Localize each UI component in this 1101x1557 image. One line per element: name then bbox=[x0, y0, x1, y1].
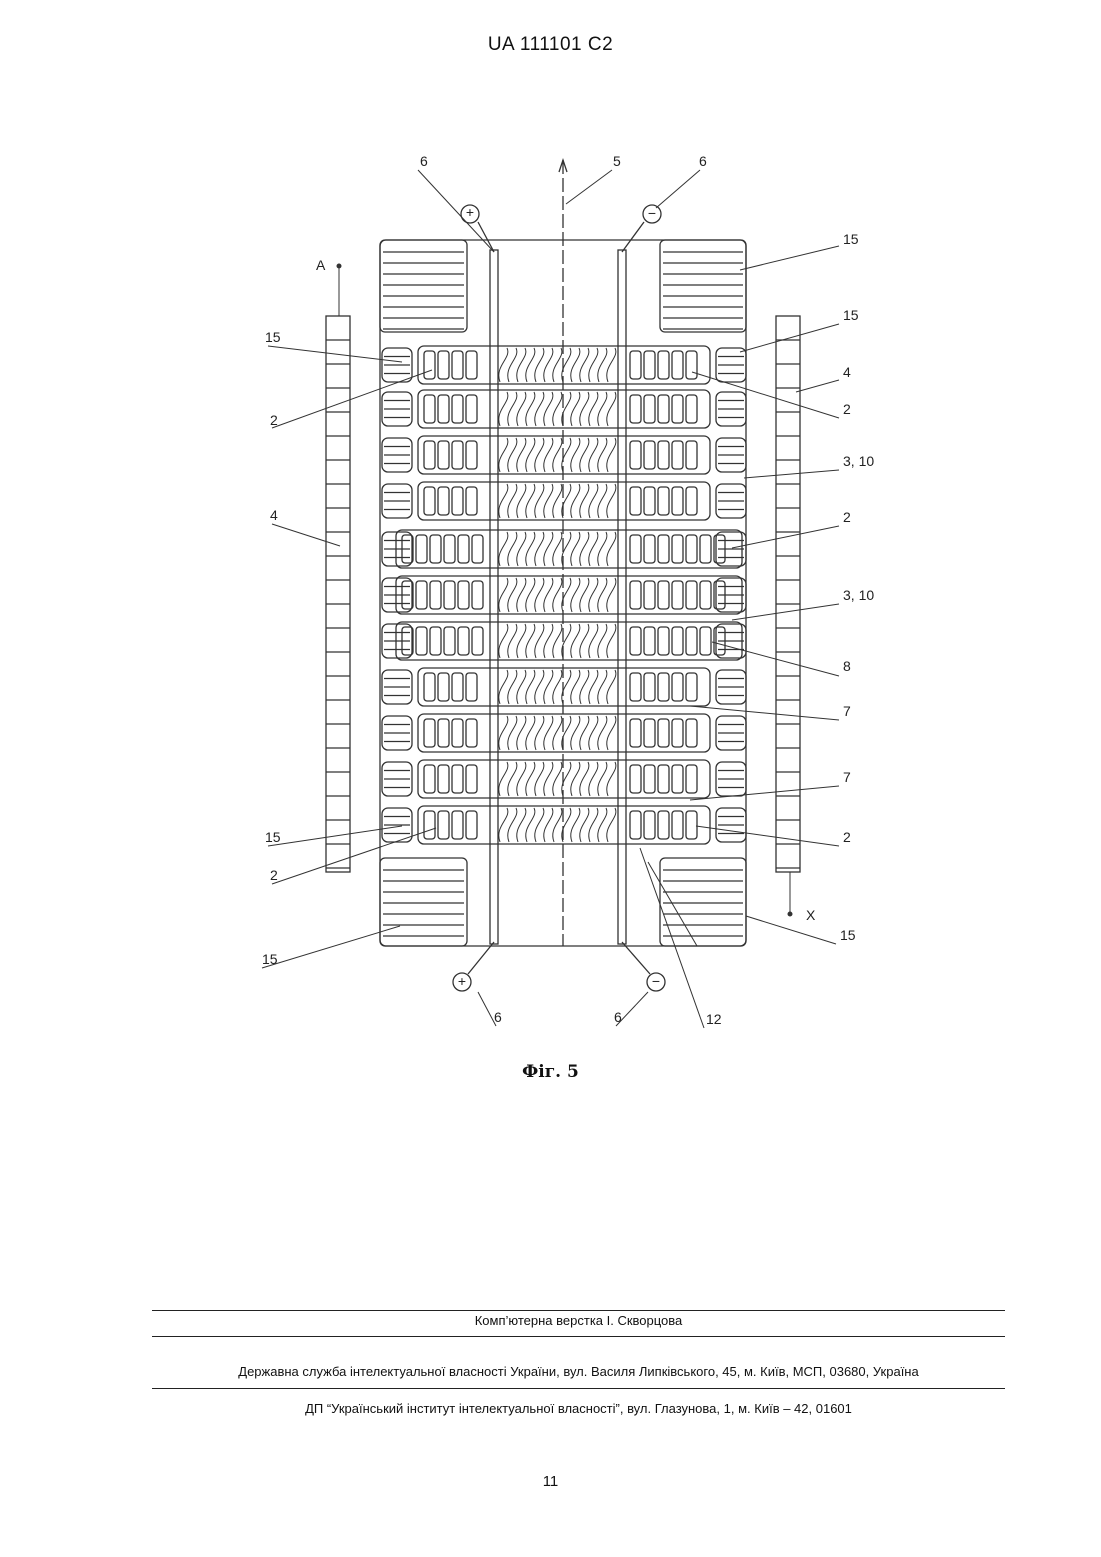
electrode-rod-negative bbox=[618, 250, 626, 944]
coil-row bbox=[396, 576, 742, 614]
leader-line bbox=[272, 828, 436, 884]
leader-line bbox=[744, 470, 839, 478]
minus-sign-top: − bbox=[648, 205, 656, 221]
label-2-bottom-right: 2 bbox=[843, 829, 851, 845]
plus-sign-top: + bbox=[466, 204, 474, 220]
label-15-bottom-left: 15 bbox=[265, 829, 281, 845]
leader-line bbox=[262, 926, 400, 968]
leader-line bbox=[732, 526, 839, 548]
page-number: 11 bbox=[0, 1473, 1101, 1490]
label-8: 8 bbox=[843, 658, 851, 674]
leader-line bbox=[690, 786, 839, 800]
label-4-right: 4 bbox=[843, 364, 851, 380]
footer-rule-2 bbox=[152, 1336, 1005, 1337]
electrode-rod-positive bbox=[490, 250, 498, 944]
end-block-bottom-left bbox=[380, 858, 467, 946]
label-7-lower: 7 bbox=[843, 769, 851, 785]
label-15-right: 15 bbox=[843, 307, 859, 323]
label-7-upper: 7 bbox=[843, 703, 851, 719]
footer-rule-3 bbox=[152, 1388, 1005, 1389]
leader-line bbox=[732, 604, 839, 620]
label-4-left: 4 bbox=[270, 507, 278, 523]
label-6-bottom-left: 6 bbox=[494, 1009, 502, 1025]
footer-institute: ДП “Український інститут інтелектуальної… bbox=[152, 1401, 1005, 1416]
leader-line bbox=[656, 170, 700, 208]
leader-line bbox=[692, 372, 839, 418]
label-6-bottom-right: 6 bbox=[614, 1009, 622, 1025]
coil-row bbox=[396, 530, 742, 568]
label-A: A bbox=[316, 257, 326, 273]
footer-office: Державна служба інтелектуальної власност… bbox=[152, 1364, 1005, 1379]
leader-line bbox=[740, 324, 839, 352]
terminal-dot-A bbox=[337, 264, 341, 268]
leader-line bbox=[740, 246, 839, 270]
label-15-bottom-right: 15 bbox=[840, 927, 856, 943]
label-2-right-top: 2 bbox=[843, 401, 851, 417]
leader-line bbox=[648, 862, 697, 946]
label-2-bottom-left: 2 bbox=[270, 867, 278, 883]
leader-line bbox=[272, 524, 340, 546]
leader-line bbox=[640, 848, 704, 1028]
footer-typesetting: Комп’ютерна верстка І. Скворцова bbox=[152, 1313, 1005, 1328]
side-bar-left bbox=[326, 316, 350, 872]
leader-line bbox=[746, 916, 836, 944]
label-3-10-top: 3, 10 bbox=[843, 453, 874, 469]
footer-rule-1 bbox=[152, 1310, 1005, 1311]
label-6-top-left: 6 bbox=[420, 153, 428, 169]
terminal-dot-X bbox=[788, 912, 792, 916]
end-block-bottom-right bbox=[660, 858, 746, 946]
label-5: 5 bbox=[613, 153, 621, 169]
figure-caption: Фіг. 5 bbox=[0, 1062, 1101, 1082]
label-15-bottom: 15 bbox=[262, 951, 278, 967]
leader-line bbox=[566, 170, 612, 204]
label-3-10-bottom: 3, 10 bbox=[843, 587, 874, 603]
label-6-top-right: 6 bbox=[699, 153, 707, 169]
leader-line bbox=[696, 826, 839, 846]
leader-line bbox=[272, 370, 432, 428]
label-2-right-mid: 2 bbox=[843, 509, 851, 525]
label-15-top-right: 15 bbox=[843, 231, 859, 247]
label-12: 12 bbox=[706, 1011, 722, 1027]
label-15-left: 15 bbox=[265, 329, 281, 345]
label-X: X bbox=[806, 907, 816, 923]
leader-line bbox=[796, 380, 839, 392]
patent-drawing-fig5: + − + − 6 5 6 A 15 15 15 2 2 4 3, 10 4 2… bbox=[0, 0, 1101, 1100]
minus-sign-bottom: − bbox=[652, 973, 660, 989]
plus-sign-bottom: + bbox=[458, 973, 466, 989]
label-2-left: 2 bbox=[270, 412, 278, 428]
coil-row bbox=[396, 622, 742, 660]
leader-line bbox=[690, 706, 839, 720]
